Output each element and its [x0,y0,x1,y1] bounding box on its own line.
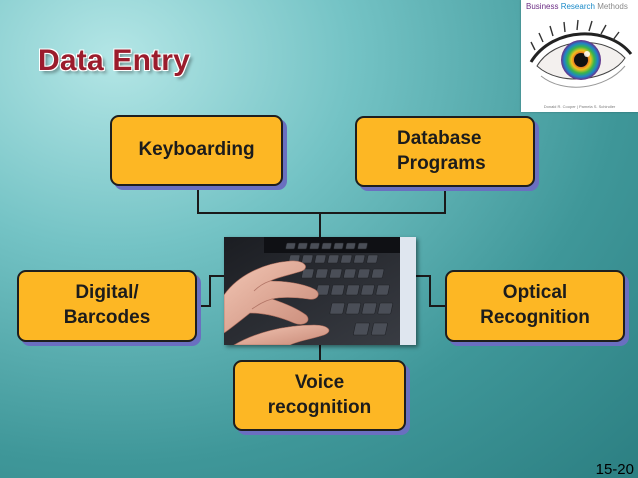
box-database-programs: Database Programs [355,116,535,187]
connector-optical [414,275,445,307]
slide-number: 15-20 [595,461,634,478]
book-title-word: Research [560,2,595,11]
box-label: Database [397,127,482,149]
eye-image-icon [529,19,633,88]
connector-database [320,188,446,214]
hands-typing-icon [224,237,416,345]
box-voice-recognition: Voice recognition [233,360,406,431]
box-label: Programs [397,152,486,174]
book-title-word: Business [526,2,559,11]
box-label: Voice [294,371,345,393]
book-authors: Donald R. Cooper | Pamela S. Schindler [543,104,616,109]
box-label: Barcodes [63,307,151,328]
connector-digital [198,275,226,307]
box-label: recognition [267,396,372,418]
connector-keyboarding [197,186,320,214]
box-label: Recognition [480,307,590,328]
box-optical-recognition: Optical Recognition [445,270,625,342]
box-label: Digital/ [75,282,139,304]
box-digital-barcodes: Digital/ Barcodes [17,270,197,342]
slide-title: Data Entry [38,44,191,77]
keyboard-photo [224,237,416,345]
book-cover-title: Business Research Methods [526,2,628,11]
book-cover-logo: Business Research Methods [521,0,638,112]
book-title-word: Methods [597,2,628,11]
box-label: Keyboarding [138,139,255,161]
box-keyboarding: Keyboarding [110,115,283,186]
box-label: Optical [502,282,568,304]
